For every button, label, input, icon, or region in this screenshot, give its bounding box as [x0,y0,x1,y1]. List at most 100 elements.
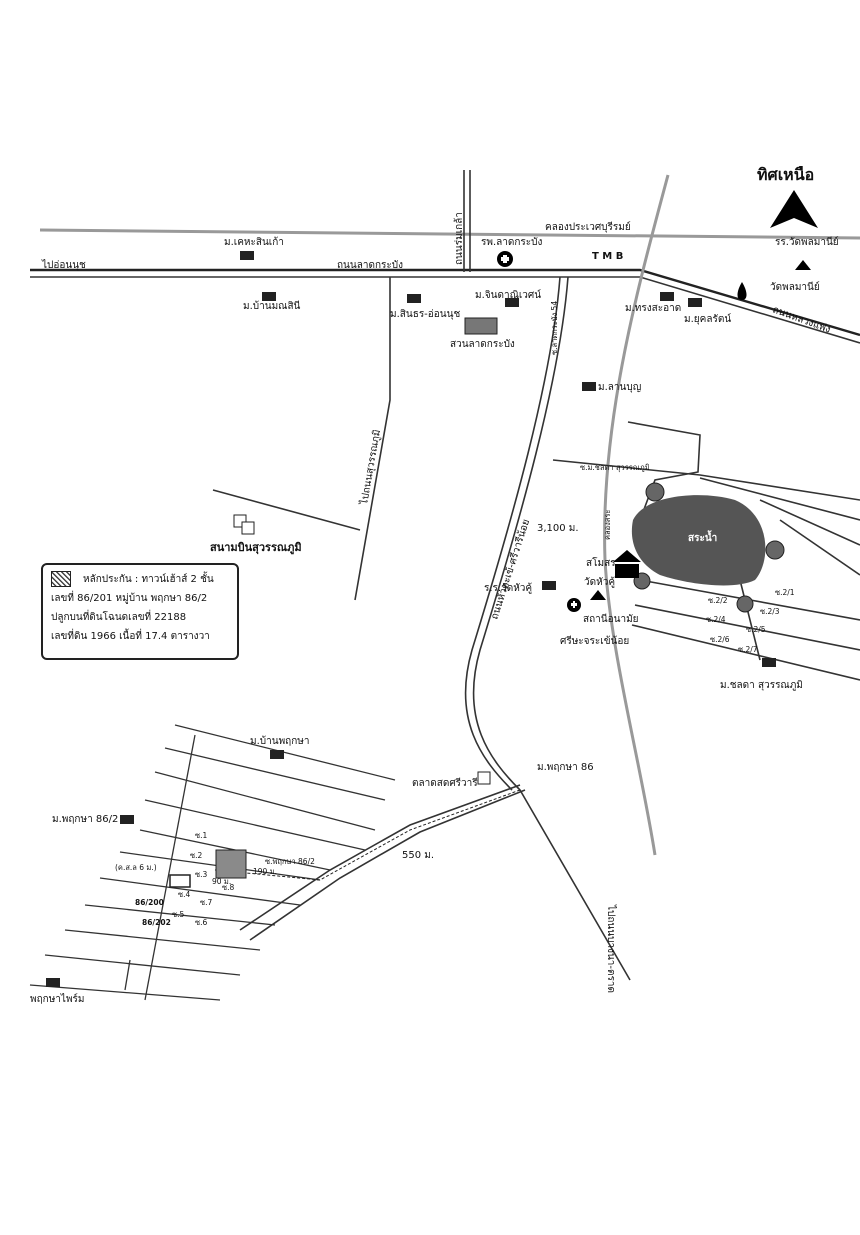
label-khlong-sa: คลองสระ [603,510,612,540]
label-chindawet: ม.จินดาณิเวศน์ [475,289,541,301]
museum-icon [613,550,641,578]
village-icon [46,251,776,987]
soi-label: ซ.2/2 [708,596,728,605]
temple-icon-2 [795,260,811,270]
soi-label: ซ.7 [200,898,212,907]
label-thongsa-at: ม.ทรงสะอาด [625,303,681,314]
label-chollada: ม.ชลดา สุวรรณภูมิ [720,680,803,691]
label-to-onnut: ไปอ่อนนุช [41,259,86,271]
soi-label: ซ.2/5 [746,625,766,634]
health-center-icon [567,598,581,612]
east-road-7 [739,579,761,661]
legend-title-row: หลักประกัน : ทาวน์เฮ้าส์ 2 ชั้น [51,570,229,589]
soi-chollada-road [552,459,860,501]
label-to-bangna-trad: ไปถนนบางนา-ตราด [605,904,617,993]
soi-label: ซ.2/7 [738,645,758,654]
grey-line [603,174,670,856]
soi-label: ซ.5 [172,910,184,919]
temple-icon [590,590,606,600]
east-road-1 [699,477,860,521]
road-to-suvarnabhumi [354,277,391,601]
collateral-plot [215,849,247,879]
label-suan-latkrabang: สวนลาดกระบัง [450,339,515,350]
label-tmb: T M B [592,251,623,262]
pruksa-lanes [29,724,396,1001]
label-school-wat-hua-khu: ร.ร.วัดหัวคู้ [484,582,532,594]
soi-label: ซ.3 [195,870,207,879]
label-lot-200: 86/200 [135,898,164,907]
label-dist-90: 90 ม. [212,877,231,886]
canal-line [39,228,860,240]
soi-label: ซ.2/3 [760,607,780,616]
east-road-6 [631,624,860,681]
market-icon [477,771,491,785]
label-soi-chollada: ซ.ม.ชลดา สุวรรณภูมิ [580,463,650,472]
lat-krabang-road [30,268,860,337]
route-dashed [214,789,521,881]
hatch-swatch-icon [51,571,71,587]
soi-label: ซ.6 [195,918,207,927]
label-ban-pruksa: ม.บ้านพฤกษา [250,735,309,747]
label-pruksa-86: ม.พฤกษา 86 [537,762,594,773]
label-north: ทิศเหนือ [757,165,814,184]
airport-icon [233,514,255,535]
soi-label: ซ.2/4 [706,615,726,624]
label-keha-sinkha: ม.เคหะสินเก้า [224,236,284,248]
label-pruksa-86-2: ม.พฤกษา 86/2 [52,814,118,825]
label-ban-manisin: ม.บ้านมณสินี [243,300,301,312]
legend-title: หลักประกัน : ทาวน์เฮ้าส์ 2 ชั้น [83,574,214,585]
soi-label: ซ.4 [178,890,190,899]
label-sriwara-rd: ถนนหัวตะเข้-ศรีวารีน้อย [488,518,532,621]
sriwara-road [472,276,631,981]
airport-spur [212,489,361,531]
soi-label: ซ.2/1 [775,588,795,597]
pruksa-access-road [239,784,521,931]
north-arrow [770,190,818,228]
label-soi-lat-krabang-54: ซ.ลาดกระบัง 54 [550,301,559,355]
label-soi-pruksa-86-2: ซ.พฤกษา 86/2 [265,857,315,866]
soi-label: ซ.8 [222,883,234,892]
label-samosorn: สโมสร [586,556,616,569]
label-dist-190: 190 ม. [253,867,277,876]
east-road-2 [759,499,860,546]
legend-line-2: ปลูกบนที่ดินโฉนดเลขที่ 22188 [51,612,187,623]
pruksa-access-edge [249,789,526,941]
hospital-icon [497,251,513,267]
label-wat-hua-khu: วัดหัวคู้ [584,576,615,588]
label-lanbun: ม.ลานบุญ [598,382,641,393]
east-road-5 [634,604,860,651]
legend-box: หลักประกัน : ทาวน์เฮ้าส์ 2 ชั้น เลขที่ 8… [41,563,239,660]
label-health-center: สถานีอนามัย [583,613,639,625]
roundabout-1 [645,482,665,502]
label-talad-sriwara: ตลาดสดศรีวารี [412,777,478,789]
label-luang-phaeng-rd: ถนนหลวงแพ่ง [771,304,832,335]
roundabout-4 [736,595,754,613]
legend-line-1: เลขที่ 86/201 หมู่บ้าน พฤกษา 86/2 [51,593,208,604]
label-wat-phlom: วัดพลมานีย์ [770,281,820,293]
park-icon [464,317,498,335]
lake [631,495,766,586]
label-sa-nam: สระน้ำ [688,530,717,544]
label-health-center2: ศรีษะจระเข้น้อย [560,635,629,647]
label-to-suvarnabhumi: ไปถนนสุวรรณภูมิ [358,429,383,507]
label-kh-sh: (ค.ส.ล 6 ม.) [115,863,157,872]
label-romklao-rd: ถนนร่มเกล้า [453,212,465,265]
label-airport: สนามบินสุวรรณภูมิ [210,541,302,555]
collateral-marker [169,874,191,888]
label-pruksa-prom: พฤกษาไพร์ม [30,993,85,1005]
label-school-wat-phlom: รร.วัดพลมานีย์ [775,236,839,248]
soi-label: ซ.1 [195,831,207,840]
soi-label: ซ.2/6 [710,635,730,644]
soi-label: ซ.2 [190,851,202,860]
label-lot-202: 86/202 [142,918,171,927]
label-yukolrat: ม.ยุคลรัตน์ [684,313,731,325]
sriwara-road-edge [464,276,561,791]
roundabout-2 [765,540,785,560]
label-hosp: รพ.ลาดกระบัง [481,237,543,248]
label-canal: คลองประเวศบุรีรมย์ [545,221,631,233]
legend-line-3: เลขที่ดิน 1966 เนื้อที่ 17.4 ตารางวา [51,631,210,642]
fuel-icon [737,282,747,300]
label-dist-3100: 3,100 ม. [537,523,579,534]
label-sinthorn: ม.สินธร-อ่อนนุช [390,309,460,320]
